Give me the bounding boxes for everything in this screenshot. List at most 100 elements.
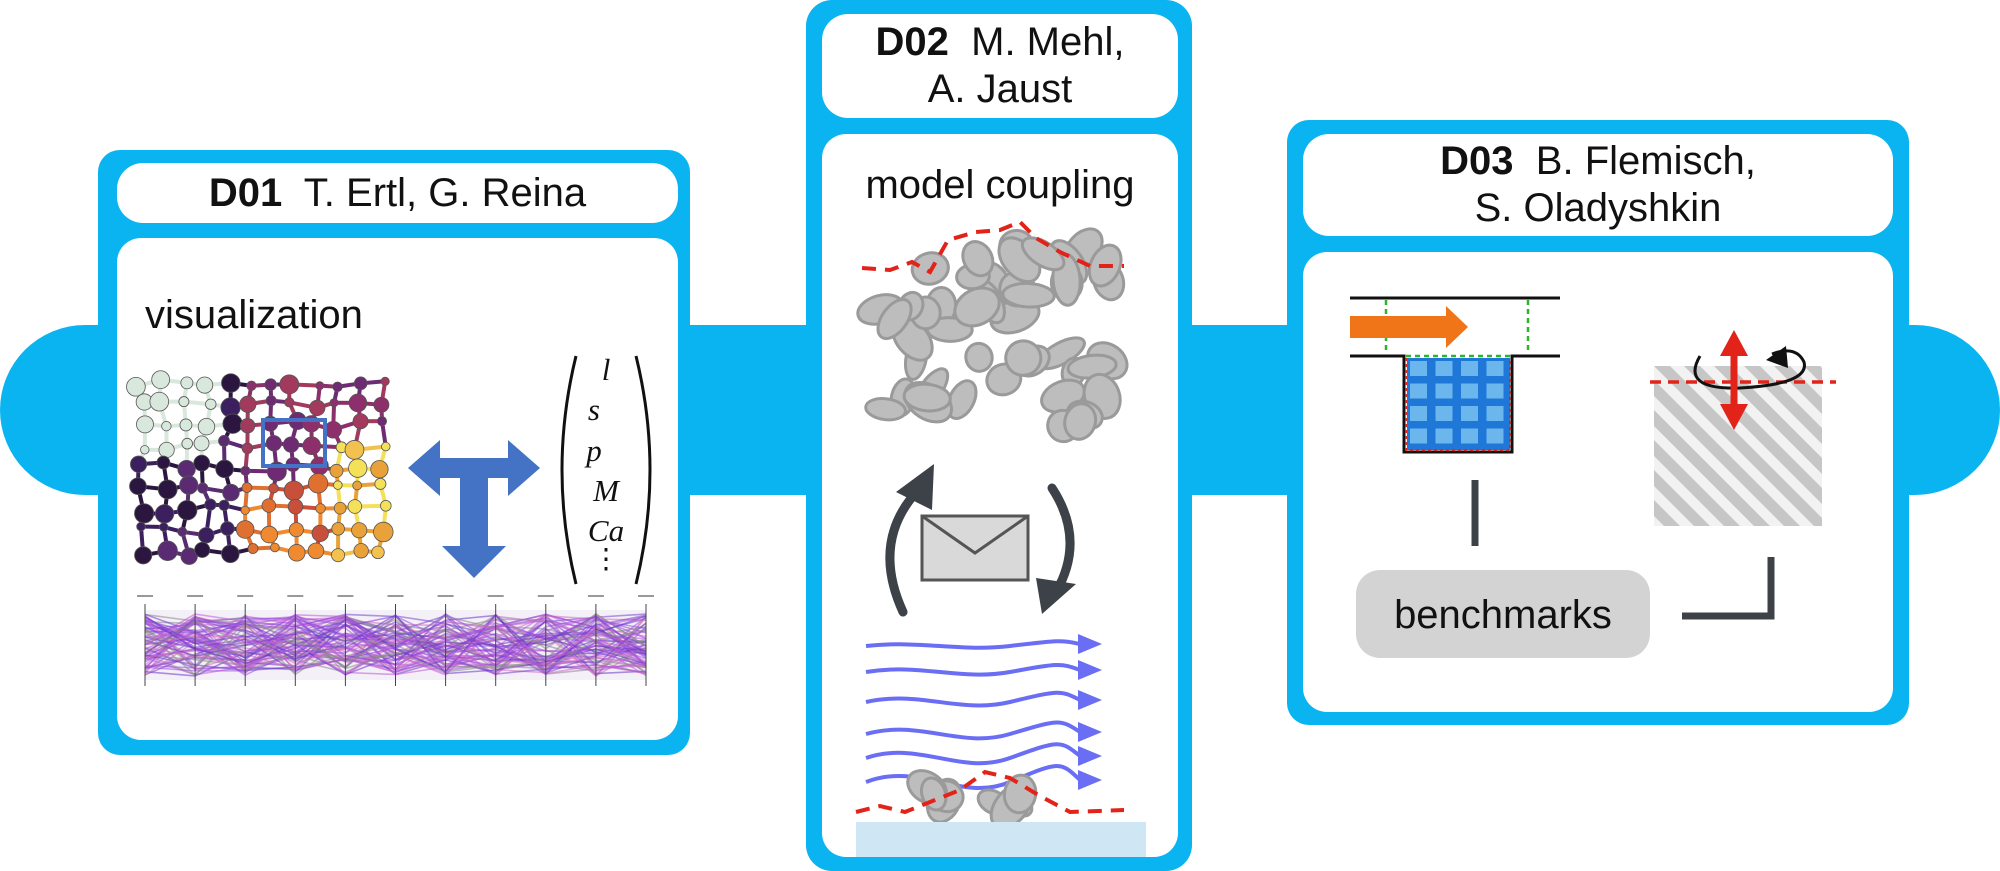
streamline-head (1078, 722, 1102, 742)
d01-authors: T. Ertl, G. Reina (282, 170, 587, 215)
d03-header: D03 B. Flemisch, S. Oladyshkin (1303, 134, 1893, 236)
pore-body (261, 498, 277, 513)
pore-body (333, 501, 347, 515)
two-way-arrow-icon (408, 440, 540, 578)
pore-body (270, 542, 280, 553)
term-M: M (592, 473, 621, 508)
pore-body (374, 477, 387, 490)
arrow-up-head (896, 464, 934, 510)
pore-body (240, 465, 251, 476)
streamline (865, 662, 1081, 677)
interface-line-top (861, 219, 1124, 275)
pore-body (333, 480, 343, 490)
pore-body (353, 376, 368, 391)
pore-body (329, 463, 344, 478)
pore-body (311, 524, 329, 542)
lattice-stripe (1684, 366, 1822, 504)
lattice-stripe (1804, 366, 1822, 384)
cavity-cell (1461, 428, 1478, 444)
streamline-head (1078, 746, 1102, 766)
pore-body (161, 420, 172, 432)
pore-body (265, 395, 277, 407)
cavity-cell (1435, 406, 1453, 421)
lattice-stripe (1654, 366, 1822, 526)
term-dots: ⋮ (592, 544, 620, 575)
pore-body (329, 398, 339, 408)
pore-body (194, 541, 211, 558)
d02-code: D02 (875, 20, 949, 64)
d02-authors-line2: A. Jaust (927, 67, 1073, 111)
pore-body (136, 521, 146, 532)
lattice-stripe (1654, 410, 1770, 526)
rotated-lattice-icon (1650, 330, 2000, 526)
pore-body (130, 455, 148, 473)
pore-body (307, 473, 329, 494)
pore-body (205, 398, 217, 410)
grain (902, 382, 952, 413)
streamline-head (1078, 634, 1102, 654)
parallel-coordinates-icon (137, 595, 654, 686)
streamline (865, 764, 1082, 791)
lattice-stripe (1654, 470, 1710, 526)
pore-body (377, 416, 388, 427)
pore-body (180, 376, 194, 390)
streamline (865, 742, 1082, 766)
pore-body (381, 441, 391, 452)
d02-authors-line1: M. Mehl, (948, 20, 1125, 64)
streamline (865, 639, 1081, 650)
pore-body (157, 540, 178, 561)
pore-body (315, 503, 326, 514)
lattice-stripe (1654, 380, 1800, 526)
pore-body (288, 522, 304, 538)
pore-body (351, 522, 368, 539)
streamline (865, 720, 1082, 741)
d02-header: D02 M. Mehl, A. Jaust (822, 14, 1178, 118)
pore-body (373, 396, 390, 413)
streamline-head (1078, 690, 1102, 710)
pore-body (284, 397, 295, 408)
pore-body (151, 370, 170, 389)
pore-body (220, 521, 235, 536)
pore-body (240, 505, 250, 515)
pore-body (307, 542, 325, 560)
grain (961, 240, 995, 278)
pore-body (347, 499, 363, 514)
pore-body (196, 376, 214, 394)
pore-body (331, 522, 345, 536)
pore-body (371, 545, 385, 560)
pore-body (268, 483, 279, 494)
cavity-cell (1410, 383, 1427, 399)
term-s: s⃗ (588, 392, 624, 427)
selection-box (261, 418, 327, 468)
streamline (865, 690, 1081, 708)
pore-body (380, 499, 392, 512)
pore-body (279, 374, 300, 395)
d03-authors-line1: B. Flemisch, (1513, 139, 1756, 183)
wall-strip (856, 822, 1146, 857)
cavity-cell (1486, 428, 1504, 444)
pore-body (140, 445, 150, 455)
envelope-icon (920, 514, 1030, 582)
grain (1063, 402, 1098, 441)
right-paren (634, 355, 652, 585)
lattice-stripe (1864, 366, 2000, 526)
pore-body (193, 435, 210, 452)
pore-body (302, 436, 322, 456)
cavity-cell (1410, 361, 1427, 376)
pore-body (204, 498, 217, 511)
pore-body (332, 381, 343, 392)
porous-grains-icon (856, 227, 1129, 444)
connector-elbow (1682, 557, 1775, 620)
pore-body (197, 482, 209, 494)
pore-body (197, 417, 216, 436)
pore-body (241, 442, 254, 455)
pore-body (373, 521, 394, 543)
pore-body (222, 483, 240, 502)
pore-body (149, 391, 170, 412)
pore-body (218, 434, 230, 447)
grain (1004, 339, 1043, 377)
pore-body (353, 543, 369, 559)
